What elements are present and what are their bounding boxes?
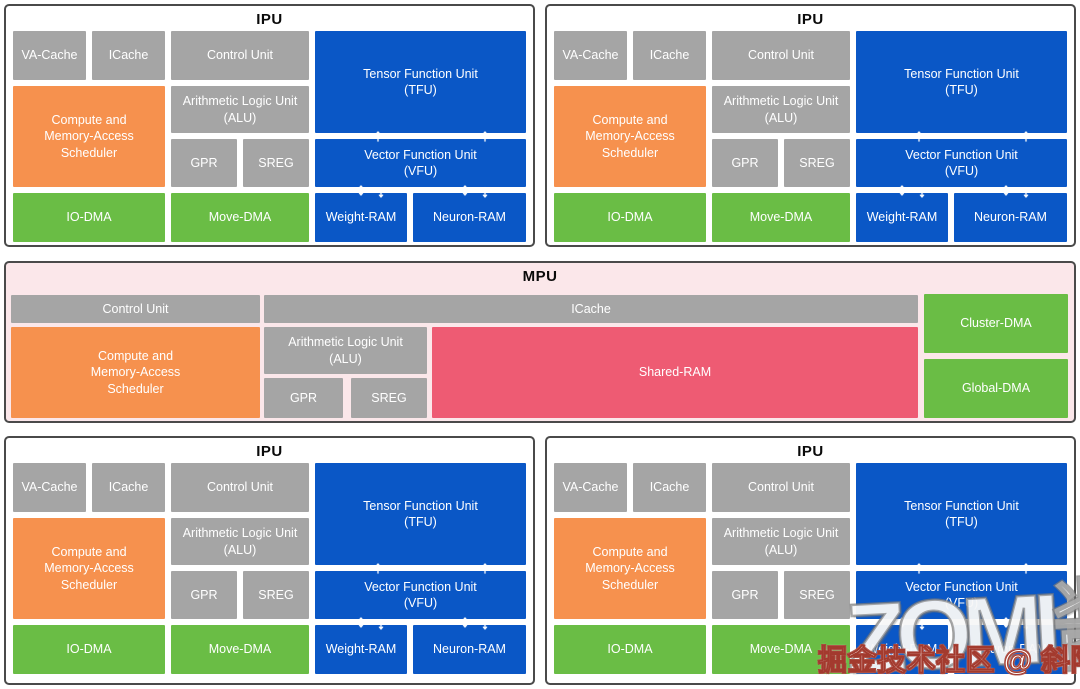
alu-block: Arithmetic Logic Unit (ALU) (264, 327, 427, 374)
ipu-inner-layout: VA-Cache ICache Control Unit Tensor Func… (13, 31, 526, 242)
gpr-block: GPR (712, 139, 778, 187)
vector-function-unit-block: Vector Function Unit (VFU) (856, 139, 1067, 187)
tensor-function-unit-block: Tensor Function Unit (TFU) (856, 463, 1067, 565)
weight-ram-block: Weight-RAM (315, 625, 407, 674)
compute-memory-scheduler-block: Compute and Memory-Access Scheduler (11, 327, 260, 418)
va-cache-block: VA-Cache (554, 31, 627, 80)
control-unit-block: Control Unit (171, 31, 309, 80)
gpr-block: GPR (171, 139, 237, 187)
compute-memory-scheduler-block: Compute and Memory-Access Scheduler (13, 518, 165, 619)
sreg-block: SREG (243, 139, 309, 187)
sreg-block: SREG (784, 571, 850, 619)
tensor-function-unit-block: Tensor Function Unit (TFU) (315, 31, 526, 133)
gpr-block: GPR (712, 571, 778, 619)
compute-memory-scheduler-block: Compute and Memory-Access Scheduler (554, 518, 706, 619)
compute-memory-scheduler-block: Compute and Memory-Access Scheduler (554, 86, 706, 187)
weight-ram-block: Weight-RAM (856, 193, 948, 242)
tensor-function-unit-block: Tensor Function Unit (TFU) (856, 31, 1067, 133)
alu-block: Arithmetic Logic Unit (ALU) (171, 86, 309, 133)
io-dma-block: IO-DMA (554, 193, 706, 242)
move-dma-block: Move-DMA (712, 193, 850, 242)
alu-block: Arithmetic Logic Unit (ALU) (171, 518, 309, 565)
va-cache-block: VA-Cache (554, 463, 627, 512)
neuron-ram-block: Neuron-RAM (413, 193, 526, 242)
va-cache-block: VA-Cache (13, 463, 86, 512)
icache-block: ICache (264, 295, 918, 323)
move-dma-block: Move-DMA (171, 193, 309, 242)
gpr-block: GPR (171, 571, 237, 619)
neuron-ram-block: Neuron-RAM (413, 625, 526, 674)
compute-memory-scheduler-block: Compute and Memory-Access Scheduler (13, 86, 165, 187)
ipu-title: IPU (256, 443, 283, 460)
ipu-inner-layout: VA-Cache ICache Control Unit Tensor Func… (13, 463, 526, 674)
ipu-block-top-left: IPU VA-Cache ICache Control Unit Tensor … (4, 4, 535, 247)
ipu-inner-layout: VA-Cache ICache Control Unit Tensor Func… (554, 31, 1067, 242)
ipu-block-bottom-left: IPU VA-Cache ICache Control Unit Tensor … (4, 436, 535, 685)
weight-ram-block: Weight-RAM (856, 625, 948, 674)
ipu-inner-layout: VA-Cache ICache Control Unit Tensor Func… (554, 463, 1067, 674)
ipu-title: IPU (797, 443, 824, 460)
mpu-title: MPU (522, 268, 558, 285)
sreg-block: SREG (784, 139, 850, 187)
icache-block: ICache (92, 31, 165, 80)
ipu-title: IPU (797, 11, 824, 28)
mpu-block: MPU Control Unit ICache Compute and Memo… (4, 261, 1076, 423)
vector-function-unit-block: Vector Function Unit (VFU) (856, 571, 1067, 619)
sreg-block: SREG (351, 378, 427, 418)
ipu-block-bottom-right: IPU VA-Cache ICache Control Unit Tensor … (545, 436, 1076, 685)
va-cache-block: VA-Cache (13, 31, 86, 80)
vector-function-unit-block: Vector Function Unit (VFU) (315, 571, 526, 619)
io-dma-block: IO-DMA (554, 625, 706, 674)
icache-block: ICache (92, 463, 165, 512)
neuron-ram-block: Neuron-RAM (954, 625, 1067, 674)
control-unit-block: Control Unit (171, 463, 309, 512)
cluster-dma-block: Cluster-DMA (924, 294, 1068, 353)
vector-function-unit-block: Vector Function Unit (VFU) (315, 139, 526, 187)
ipu-block-top-right: IPU VA-Cache ICache Control Unit Tensor … (545, 4, 1076, 247)
sreg-block: SREG (243, 571, 309, 619)
shared-ram-block: Shared-RAM (432, 327, 918, 418)
control-unit-block: Control Unit (712, 31, 850, 80)
neuron-ram-block: Neuron-RAM (954, 193, 1067, 242)
tensor-function-unit-block: Tensor Function Unit (TFU) (315, 463, 526, 565)
global-dma-block: Global-DMA (924, 359, 1068, 418)
io-dma-block: IO-DMA (13, 625, 165, 674)
ipu-title: IPU (256, 11, 283, 28)
icache-block: ICache (633, 463, 706, 512)
move-dma-block: Move-DMA (712, 625, 850, 674)
io-dma-block: IO-DMA (13, 193, 165, 242)
gpr-block: GPR (264, 378, 343, 418)
move-dma-block: Move-DMA (171, 625, 309, 674)
alu-block: Arithmetic Logic Unit (ALU) (712, 518, 850, 565)
icache-block: ICache (633, 31, 706, 80)
control-unit-block: Control Unit (712, 463, 850, 512)
weight-ram-block: Weight-RAM (315, 193, 407, 242)
control-unit-block: Control Unit (11, 295, 260, 323)
alu-block: Arithmetic Logic Unit (ALU) (712, 86, 850, 133)
